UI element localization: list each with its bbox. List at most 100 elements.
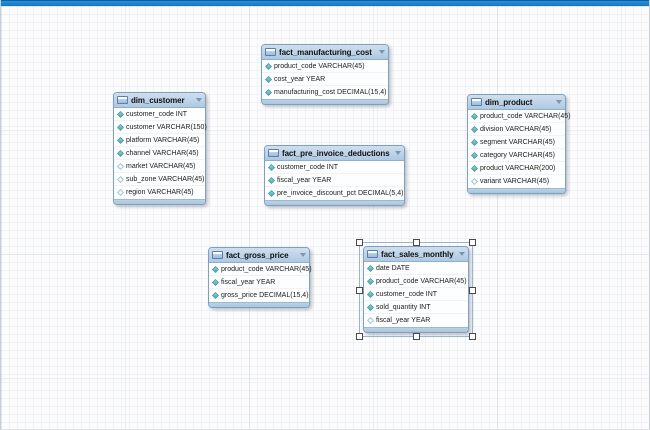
column-row[interactable]: variant VARCHAR(45) (468, 175, 565, 188)
table-footer (262, 99, 388, 104)
table-header[interactable]: fact_manufacturing_cost (262, 45, 388, 60)
column-label: division VARCHAR(45) (480, 125, 552, 133)
column-label: segment VARCHAR(45) (480, 138, 555, 146)
resize-handle-br[interactable] (469, 333, 476, 340)
table-columns: product_code VARCHAR(45) division VARCHAR… (468, 110, 571, 188)
chevron-down-icon[interactable] (459, 252, 465, 256)
filled-diamond-icon (264, 75, 273, 83)
column-row[interactable]: sub_zone VARCHAR(45) (114, 173, 205, 186)
column-row[interactable]: product_code VARCHAR(45) (209, 263, 312, 276)
column-row[interactable]: category VARCHAR(45) (468, 149, 565, 162)
table-header[interactable]: fact_pre_invoice_deductions (265, 146, 404, 161)
resize-handle-ml[interactable] (356, 286, 363, 294)
chevron-down-icon[interactable] (395, 151, 401, 155)
table-columns: product_code VARCHAR(45) fiscal_year YEAR… (209, 263, 312, 302)
table-node-fact_manufacturing_cost[interactable]: fact_manufacturing_cost product_code VAR… (261, 44, 389, 105)
table-header[interactable]: dim_product (468, 95, 565, 110)
column-row[interactable]: manufacturing_cost DECIMAL(15,4) (262, 86, 388, 99)
column-label: customer_code INT (126, 110, 188, 118)
resize-handle-bm[interactable] (413, 333, 420, 340)
hollow-diamond-icon (470, 177, 479, 186)
resize-handle-bl[interactable] (356, 333, 363, 340)
hollow-diamond-icon (116, 188, 125, 197)
table-icon (117, 96, 128, 104)
column-row[interactable]: sold_quantity INT (364, 301, 468, 314)
column-row[interactable]: customer_code INT (265, 161, 404, 174)
column-label: product_code VARCHAR(45) (376, 277, 467, 285)
column-row[interactable]: product VARCHAR(200) (468, 162, 565, 175)
column-row[interactable]: customer_code INT (114, 108, 205, 121)
column-row[interactable]: market VARCHAR(45) (114, 160, 205, 173)
column-label: cost_year YEAR (274, 75, 326, 83)
filled-diamond-icon (267, 176, 276, 184)
column-row[interactable]: gross_price DECIMAL(15,4) (209, 289, 309, 302)
column-row[interactable]: fiscal_year YEAR (364, 314, 468, 327)
resize-handle-tr[interactable] (469, 239, 476, 246)
table-header[interactable]: fact_sales_monthly (364, 247, 468, 262)
column-row[interactable]: fiscal_year YEAR (209, 276, 309, 289)
table-node-dim_product[interactable]: dim_product product_code VARCHAR(45) divi… (467, 94, 571, 194)
column-row[interactable]: division VARCHAR(45) (468, 123, 565, 136)
column-row[interactable]: channel VARCHAR(45) (114, 147, 205, 160)
column-label: date DATE (376, 264, 410, 272)
column-label: pre_invoice_discount_pct DECIMAL(5,4) (277, 190, 404, 197)
column-row[interactable]: platform VARCHAR(45) (114, 134, 205, 147)
column-label: product_code VARCHAR(45) (221, 265, 312, 273)
column-label: fiscal_year YEAR (221, 278, 276, 286)
table-footer (209, 302, 309, 307)
column-label: platform VARCHAR(45) (126, 136, 200, 144)
table-header[interactable]: fact_gross_price (209, 248, 309, 263)
column-row[interactable]: date DATE (364, 262, 468, 275)
table-node-fact_gross_price[interactable]: fact_gross_price product_code VARCHAR(45… (208, 247, 312, 308)
chevron-down-icon[interactable] (300, 253, 306, 257)
diagram-canvas[interactable]: fact_manufacturing_cost product_code VAR… (1, 6, 649, 430)
resize-handle-tl[interactable] (356, 239, 363, 246)
column-row[interactable]: segment VARCHAR(45) (468, 136, 565, 149)
column-label: market VARCHAR(45) (126, 162, 196, 170)
table-icon (471, 98, 482, 106)
column-row[interactable]: product_code VARCHAR(45) (364, 275, 468, 288)
resize-handle-mr[interactable] (469, 286, 476, 294)
column-row[interactable]: product_code VARCHAR(45) (468, 110, 571, 123)
filled-diamond-icon (366, 264, 375, 272)
filled-diamond-icon (116, 136, 125, 144)
filled-diamond-icon (116, 110, 125, 118)
table-header[interactable]: dim_customer (114, 93, 205, 108)
column-row[interactable]: product_code VARCHAR(45) (262, 60, 388, 73)
column-label: sold_quantity INT (376, 303, 431, 311)
filled-diamond-icon (366, 290, 375, 298)
filled-diamond-icon (211, 278, 220, 286)
filled-diamond-icon (470, 151, 479, 159)
filled-diamond-icon (211, 265, 220, 273)
column-row[interactable]: customer_code INT (364, 288, 468, 301)
table-node-fact_sales_monthly[interactable]: fact_sales_monthly date DATE product_code… (356, 239, 476, 340)
filled-diamond-icon (211, 291, 220, 300)
table-title: fact_manufacturing_cost (279, 47, 372, 57)
column-row[interactable]: pre_invoice_discount_pct DECIMAL(5,4) (265, 187, 404, 200)
filled-diamond-icon (267, 189, 276, 198)
filled-diamond-icon (264, 88, 273, 97)
chevron-down-icon[interactable] (196, 98, 202, 102)
table-node-dim_customer[interactable]: dim_customer customer_code INT customer V… (113, 92, 207, 205)
table-node-fact_pre_invoice_deductions[interactable]: fact_pre_invoice_deductions customer_cod… (264, 145, 405, 206)
filled-diamond-icon (470, 164, 479, 172)
filled-diamond-icon (470, 112, 479, 120)
column-label: customer VARCHAR(150) (126, 123, 207, 131)
filled-diamond-icon (366, 303, 375, 311)
column-label: product_code VARCHAR(45) (480, 112, 571, 120)
column-row[interactable]: fiscal_year YEAR (265, 174, 404, 187)
table-footer (265, 200, 404, 205)
chevron-down-icon[interactable] (556, 100, 562, 104)
table-title: dim_customer (131, 95, 185, 105)
column-row[interactable]: customer VARCHAR(150) (114, 121, 207, 134)
column-row[interactable]: cost_year YEAR (262, 73, 388, 86)
column-label: region VARCHAR(45) (126, 189, 194, 196)
resize-handle-tm[interactable] (413, 239, 420, 246)
filled-diamond-icon (116, 123, 125, 131)
column-label: manufacturing_cost DECIMAL(15,4) (274, 89, 387, 96)
column-row[interactable]: region VARCHAR(45) (114, 186, 205, 199)
hollow-diamond-icon (366, 316, 375, 325)
chevron-down-icon[interactable] (379, 50, 385, 54)
filled-diamond-icon (116, 149, 125, 157)
column-label: product VARCHAR(200) (480, 164, 556, 172)
